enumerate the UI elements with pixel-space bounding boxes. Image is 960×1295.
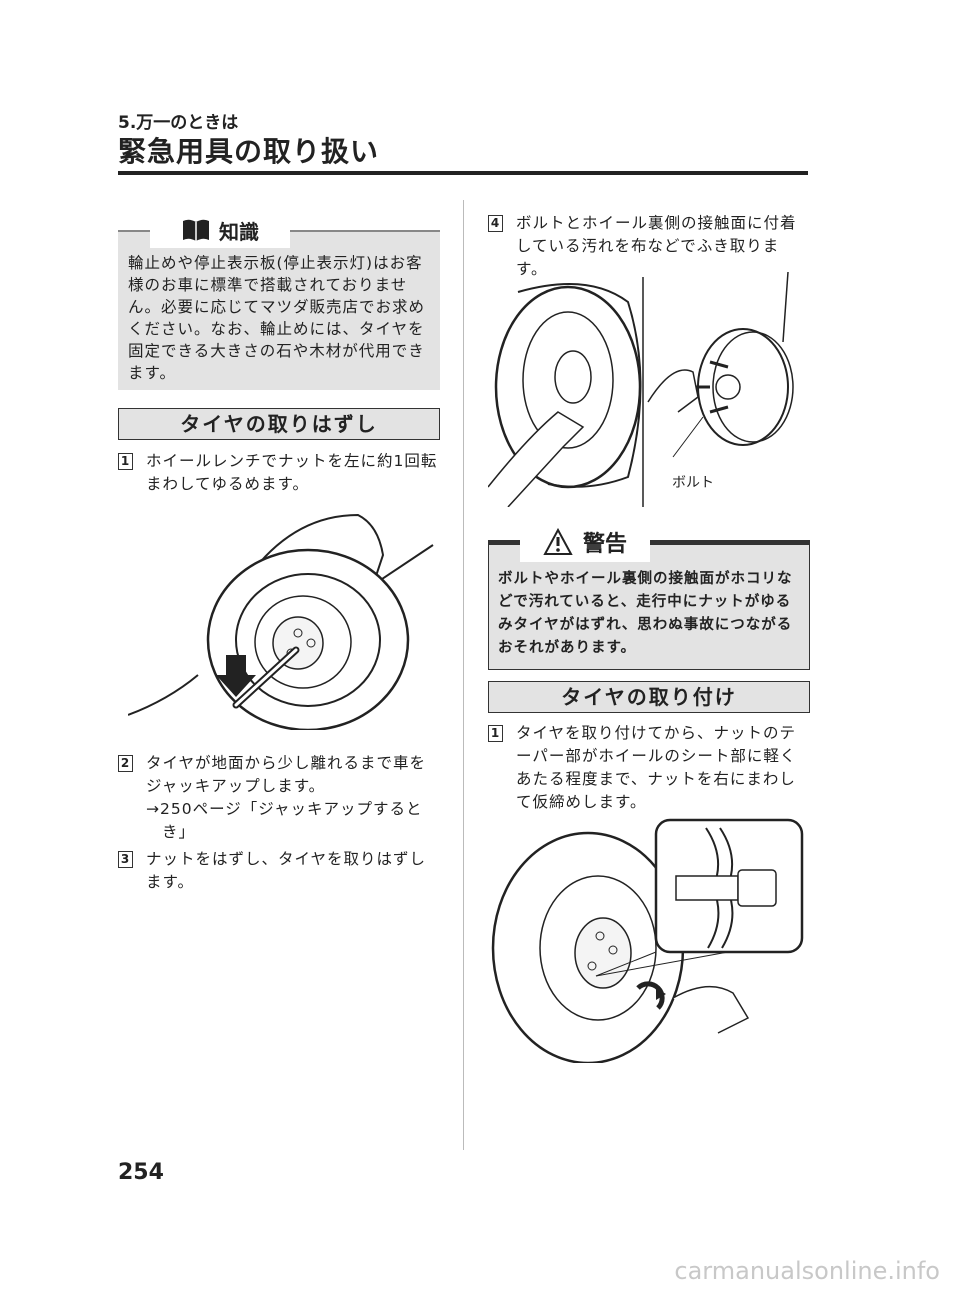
step-1-installation: 1 タイヤを取り付けてから、ナットのテーパー部がホイールのシート部に軽くあたる程… (488, 722, 808, 814)
note-text: 輪止めや停止表示板(停止表示灯)はお客様のお車に標準で搭載されておりません。必要… (128, 254, 426, 382)
step-number: 3 (118, 851, 133, 868)
warning-text: ボルトやホイール裏側の接触面がホコリなどで汚れていると、走行中にナットがゆるみタ… (498, 571, 793, 656)
wrench-loosening-illustration (128, 513, 434, 730)
watermark: carmanualsonline.info (674, 1257, 940, 1285)
step-text: タイヤを取り付けてから、ナットのテーパー部がホイールのシート部に軽くあたる程度ま… (516, 724, 797, 811)
section-title-installation: タイヤの取り付け (488, 681, 810, 713)
warning-header: 警告 (520, 522, 650, 562)
step-text: ホイールレンチでナットを左に約1回転まわしてゆるめます。 (146, 452, 438, 493)
book-icon (183, 219, 209, 241)
step-4-cleaning: 4 ボルトとホイール裏側の接触面に付着している汚れを布などでふき取ります。 (488, 212, 808, 281)
page-number: 254 (118, 1160, 164, 1185)
step-text: ナットをはずし、タイヤを取りはずします。 (146, 850, 427, 891)
step-number: 2 (118, 755, 133, 772)
step-1-removal: 1 ホイールレンチでナットを左に約1回転まわしてゆるめます。 (118, 450, 440, 496)
column-divider (463, 200, 464, 1150)
note-header: 知識 (150, 212, 290, 248)
step-2-removal: 2 タイヤが地面から少し離れるまで車をジャッキアップします。 →250ページ「ジ… (118, 752, 440, 844)
warning-label: 警告 (582, 532, 627, 557)
note-box (118, 230, 440, 390)
step-text: ボルトとホイール裏側の接触面に付着している汚れを布などでふき取ります。 (516, 214, 797, 278)
title-rule (118, 171, 808, 175)
step-number: 1 (488, 725, 503, 742)
step-text: タイヤが地面から少し離れるまで車をジャッキアップします。 (146, 754, 427, 795)
chapter-heading: 5.万一のときは (118, 113, 239, 133)
step-number: 4 (488, 215, 503, 232)
page-title: 緊急用具の取り扱い (118, 135, 380, 168)
note-label: 知識 (219, 219, 259, 244)
bolt-caption: ボルト (672, 475, 714, 491)
section-title-removal: タイヤの取りはずし (118, 408, 440, 440)
page-reference-link[interactable]: →250ページ「ジャッキアップするとき」 (146, 800, 423, 841)
step-number: 1 (118, 453, 133, 470)
wheel-cleaning-illustration (488, 271, 794, 507)
step-3-removal: 3 ナットをはずし、タイヤを取りはずします。 (118, 848, 440, 894)
nut-tightening-illustration (491, 818, 804, 1063)
warning-triangle-icon (543, 528, 573, 555)
